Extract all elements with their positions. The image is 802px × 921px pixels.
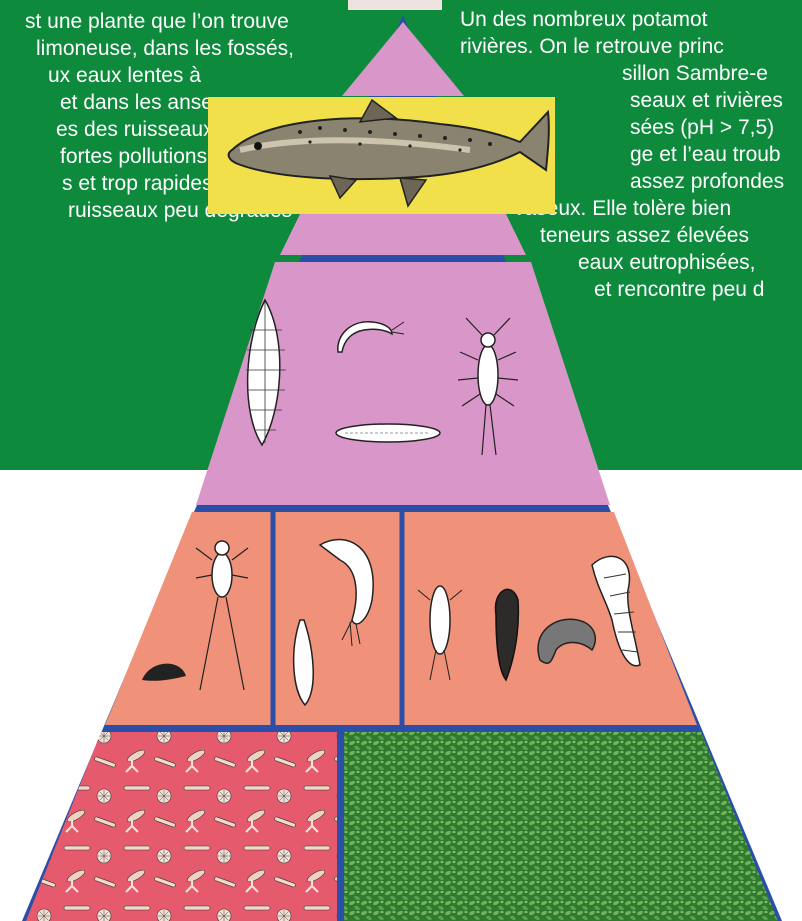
tier-producers-diatoms (26, 732, 337, 921)
flatworm-illustration (336, 424, 440, 442)
tier-apex (342, 22, 464, 96)
